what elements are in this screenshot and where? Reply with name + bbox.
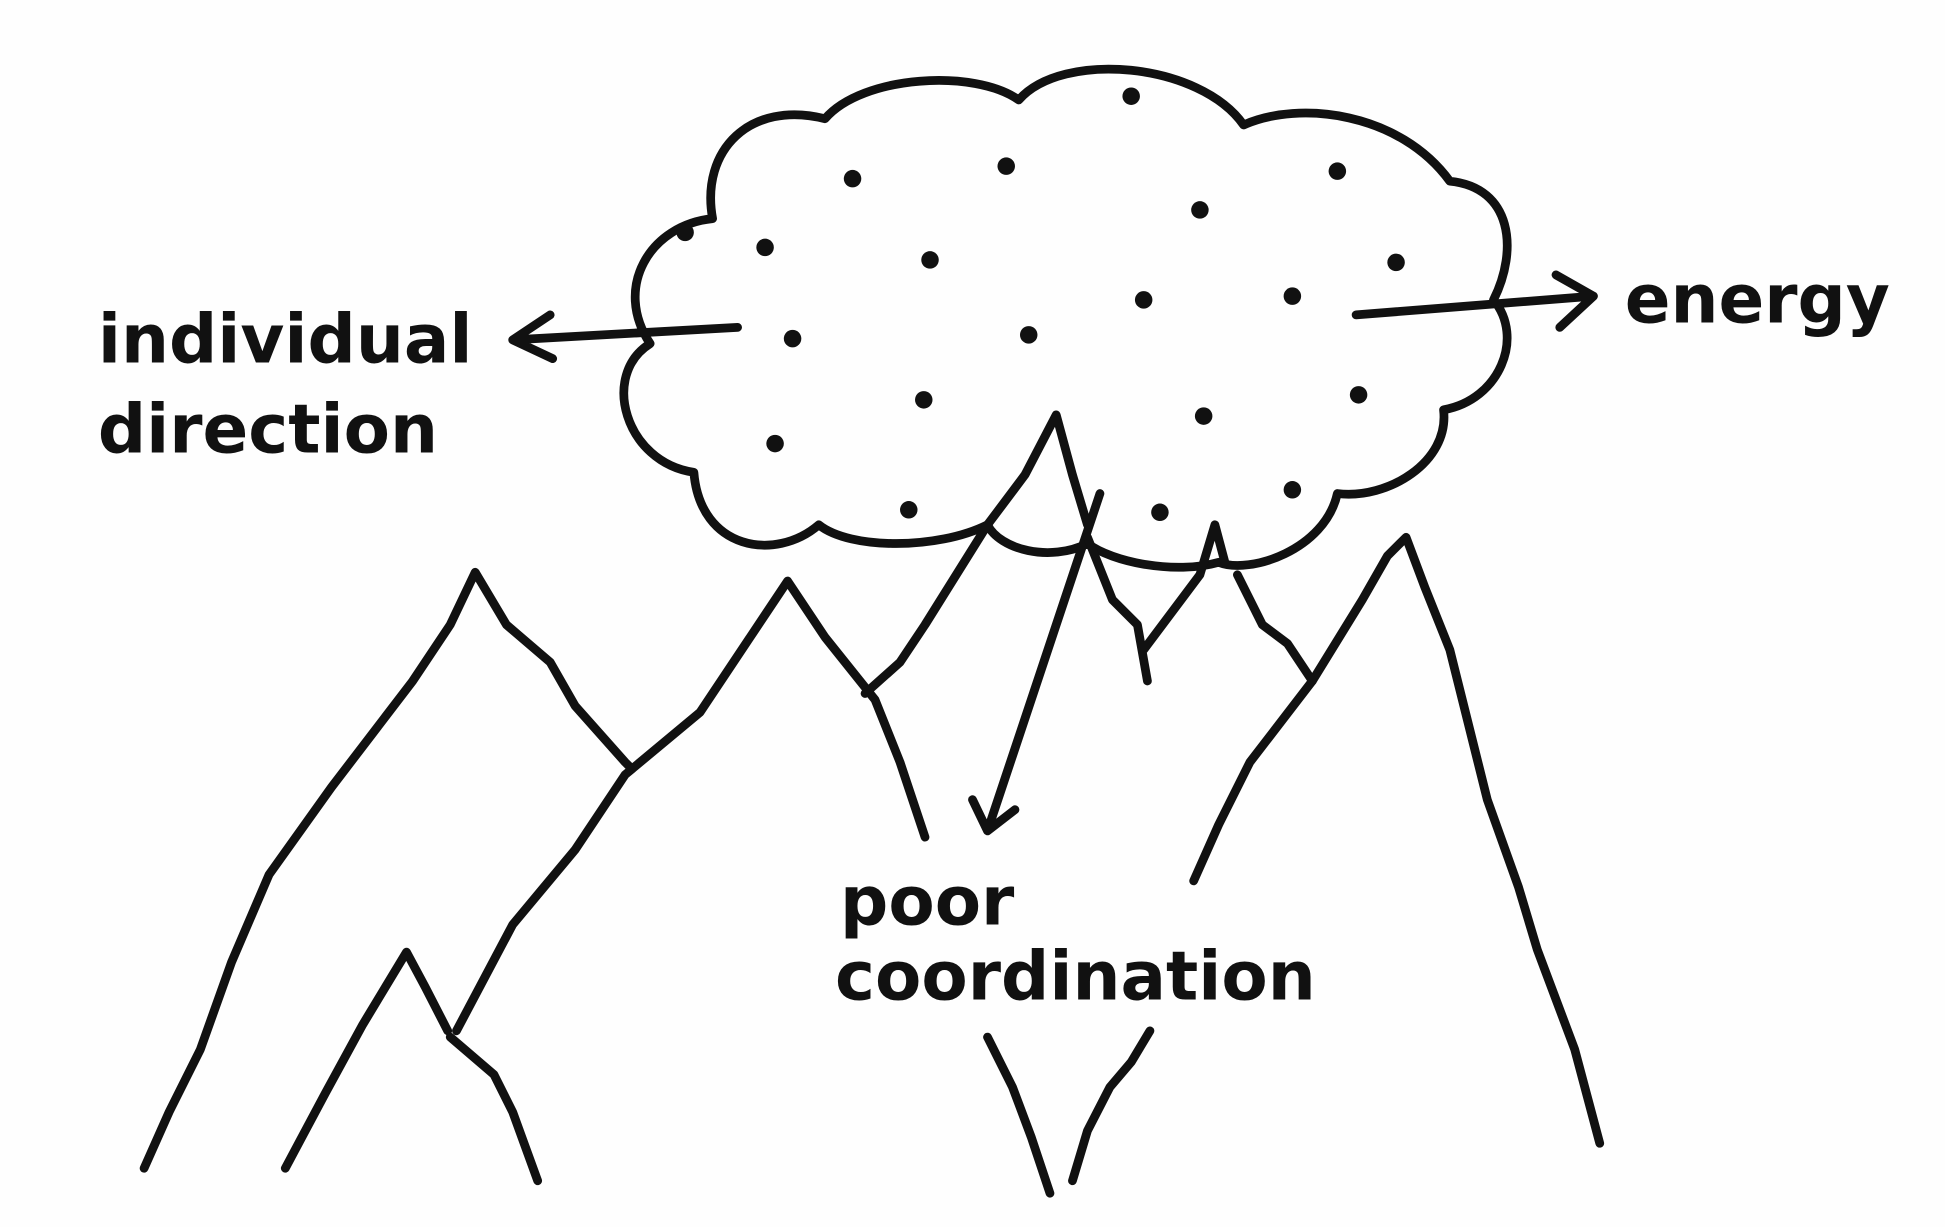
particle-dot [997, 157, 1015, 175]
particle-dot [921, 251, 939, 269]
mountain-center-right [1083, 520, 1230, 686]
mountain-center [452, 576, 930, 1036]
cloud-particles [676, 87, 1405, 522]
valley-bottom [983, 1026, 1155, 1198]
particle-dot [1151, 503, 1169, 522]
particle-dot [783, 329, 802, 348]
particle-dot [1283, 481, 1302, 499]
mountain-foot-left [445, 1032, 543, 1186]
label-direction: direction [98, 389, 438, 468]
mountain-right-ridge [1233, 570, 1317, 686]
label-individual: individual [98, 299, 473, 378]
label-coordination: coordination [835, 937, 1316, 1016]
particle-dot [900, 501, 918, 519]
particle-dot [843, 169, 862, 188]
particle-dot [1191, 201, 1209, 219]
particle-dot [1019, 326, 1038, 344]
particle-dot [1349, 386, 1368, 404]
particle-dot [676, 223, 694, 242]
mountain-inner-ridge [860, 410, 1092, 698]
label-poor: poor [840, 862, 1015, 941]
particle-dot [1387, 253, 1405, 272]
mountain-left [139, 567, 636, 1173]
mountain-right [1189, 532, 1605, 1148]
particle-dot [1194, 407, 1213, 425]
particle-dot [1328, 162, 1347, 180]
particle-dot [915, 391, 933, 409]
cloud-outline [619, 64, 1512, 572]
arrow-poor-coordination [968, 489, 1105, 836]
particle-dot [1122, 87, 1140, 105]
arrow-individual-direction [508, 310, 742, 363]
arrow-energy [1351, 270, 1598, 332]
particle-dot [766, 434, 784, 453]
particle-dot [756, 238, 774, 257]
particle-dot [1134, 291, 1153, 309]
mountain-small-left [280, 947, 453, 1173]
particle-dot [1283, 287, 1302, 305]
label-energy: energy [1625, 259, 1890, 338]
